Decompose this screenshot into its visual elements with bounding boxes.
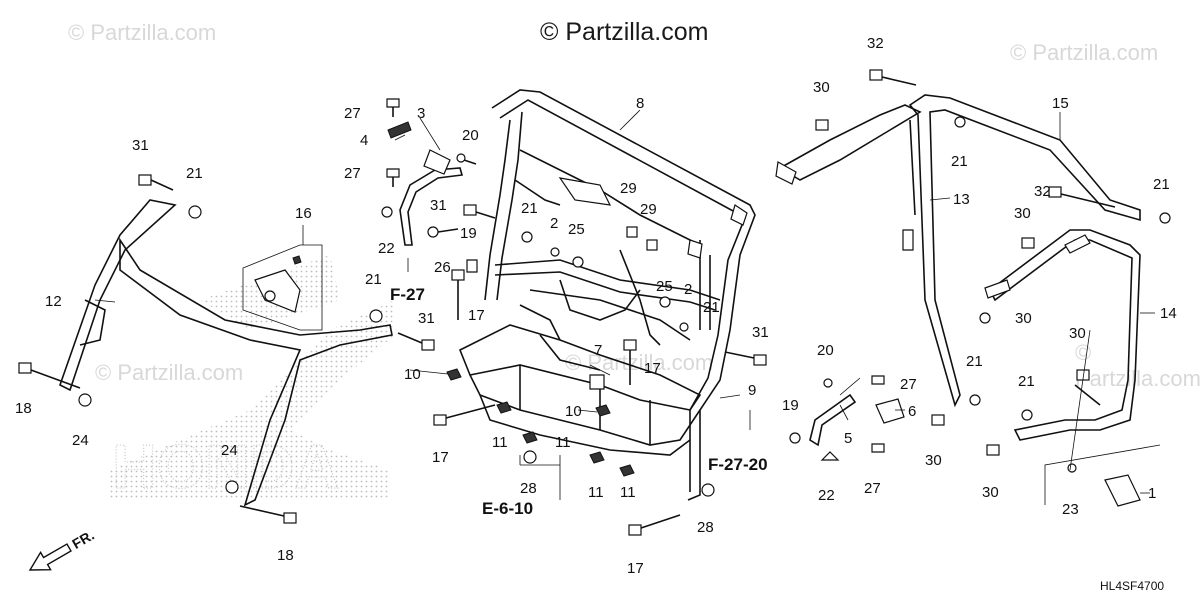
callout: 25 (656, 278, 673, 295)
callout: 18 (277, 547, 294, 564)
ref-f27: F-27 (390, 285, 425, 304)
watermark-faint: © Partzilla.com (68, 20, 217, 45)
callout: 21 (1153, 176, 1170, 193)
callout: 4 (360, 132, 368, 149)
front-rollbar-12 (59, 199, 393, 507)
callout: 10 (404, 366, 421, 383)
callout: 27 (344, 105, 361, 122)
diagram-code: HL4SF4700 (1100, 579, 1164, 593)
callout: 10 (565, 403, 582, 420)
callout: 18 (15, 400, 32, 417)
callout: 26 (434, 259, 451, 276)
callout: 12 (45, 293, 62, 310)
callout: 31 (132, 137, 149, 154)
callout: 31 (418, 310, 435, 327)
ref-e6-10: E-6-10 (482, 499, 533, 518)
fasteners (18, 69, 1171, 536)
callout: 24 (72, 432, 89, 449)
callout: 22 (818, 487, 835, 504)
callout: 19 (460, 225, 477, 242)
callout: 2 (550, 215, 558, 232)
callout: 17 (432, 449, 449, 466)
callout: 19 (782, 397, 799, 414)
callout: 20 (817, 342, 834, 359)
callout: 5 (844, 430, 852, 447)
callout: 28 (520, 480, 537, 497)
callout: 7 (594, 342, 602, 359)
callout: 21 (703, 299, 720, 316)
callout: 29 (640, 201, 657, 218)
watermark-faint: © Partzilla.com (95, 360, 244, 385)
callout: 21 (186, 165, 203, 182)
callout: 21 (365, 271, 382, 288)
watermark-faint: © Partzilla.com (565, 350, 714, 375)
callout: 16 (295, 205, 312, 222)
callout: 28 (697, 519, 714, 536)
callout: 13 (953, 191, 970, 208)
callout: 21 (951, 153, 968, 170)
watermark-main: © Partzilla.com (540, 18, 709, 46)
callout: 30 (813, 79, 830, 96)
lower-frame-9 (458, 304, 702, 456)
callout: 21 (521, 200, 538, 217)
callout: 17 (644, 360, 661, 377)
callouts: 1 2 2 3 4 5 6 7 8 9 10 10 11 11 11 11 12… (15, 35, 1177, 577)
watermark-faint: © Partzilla.com (1075, 340, 1200, 391)
callout: 31 (430, 197, 447, 214)
callout: 17 (468, 307, 485, 324)
callout: 2 (684, 281, 692, 298)
callout: 22 (378, 240, 395, 257)
callout: 23 (1062, 501, 1079, 518)
callout: 32 (1034, 183, 1051, 200)
callout: 15 (1052, 95, 1069, 112)
callout: 20 (462, 127, 479, 144)
side-rollbar-14 (984, 229, 1141, 441)
callout: 11 (620, 484, 636, 501)
callout: 30 (1069, 325, 1086, 342)
callout: 24 (221, 442, 238, 459)
leader-lines (94, 109, 1155, 500)
callout: 11 (492, 434, 508, 451)
front-arrow: FR. (28, 527, 97, 571)
callout: 25 (568, 221, 585, 238)
callout: 29 (620, 180, 637, 197)
callout: 1 (1148, 485, 1156, 502)
callout: 27 (344, 165, 361, 182)
callout: 30 (925, 452, 942, 469)
watermark-faint: © Partzilla.com (1010, 40, 1159, 65)
callout: 21 (1018, 373, 1035, 390)
clips-11 (446, 368, 635, 477)
bracket-16 (242, 244, 323, 331)
pad-1 (1044, 444, 1161, 507)
callout: 6 (908, 403, 916, 420)
callout: 27 (900, 376, 917, 393)
callout: 32 (867, 35, 884, 52)
rear-rollbar-15 (775, 94, 1141, 408)
callout: 9 (748, 382, 756, 399)
main-frame-8 (484, 89, 756, 501)
callout: 21 (966, 353, 983, 370)
callout: 31 (752, 324, 769, 341)
callout: 8 (636, 95, 644, 112)
callout: 27 (864, 480, 881, 497)
bar-5-bracket-6 (809, 393, 905, 447)
ref-f27-20: F-27-20 (708, 455, 768, 474)
bar-3 (399, 149, 464, 246)
callout: 11 (588, 484, 604, 501)
callout: 30 (1015, 310, 1032, 327)
callout: 30 (1014, 205, 1031, 222)
callout: 11 (555, 434, 571, 451)
callout: 3 (417, 105, 425, 122)
honda-background: HONDA (110, 255, 395, 503)
honda-logo-text: HONDA (112, 433, 339, 502)
callout: 30 (982, 484, 999, 501)
callout: 14 (1160, 305, 1177, 322)
front-marker-label: FR. (69, 527, 97, 552)
callout: 17 (627, 560, 644, 577)
